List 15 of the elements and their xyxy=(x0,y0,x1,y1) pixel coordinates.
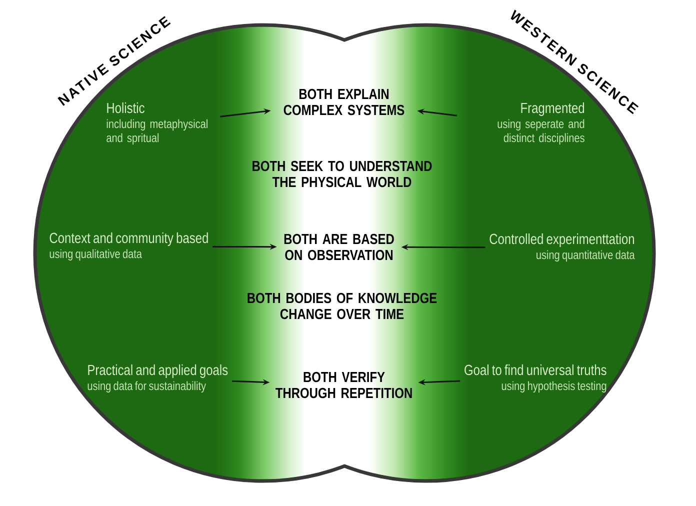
trait-heading: Goal to find universal truths xyxy=(464,364,606,376)
trait-heading: Holistic xyxy=(107,102,144,114)
trait-heading: Controlled experimenttation xyxy=(490,233,634,248)
overlap-text: BOTH BODIES OF KNOWLEDGE CHANGE OVER TIME xyxy=(248,292,437,320)
trait-heading: Practical and applied goals xyxy=(88,364,228,378)
trait-description: including metaphysical and spritual xyxy=(106,119,208,145)
trait-description: using quantitative data xyxy=(536,250,635,262)
trait-heading: Context and community based xyxy=(50,232,208,246)
trait-description: using qualitative data xyxy=(50,249,142,261)
trait-description: using seperate and distinct disciplines xyxy=(498,119,584,145)
trait-description: using hypothesis testing xyxy=(502,381,606,393)
overlap-text: BOTH ARE BASED ON OBSERVATION xyxy=(284,234,394,260)
overlap-text: BOTH VERIFY THROUGH REPETITION xyxy=(276,372,412,398)
trait-description: using data for sustainability xyxy=(88,381,206,393)
overlap-text: BOTH EXPLAIN COMPLEX SYSTEMS xyxy=(284,88,404,116)
